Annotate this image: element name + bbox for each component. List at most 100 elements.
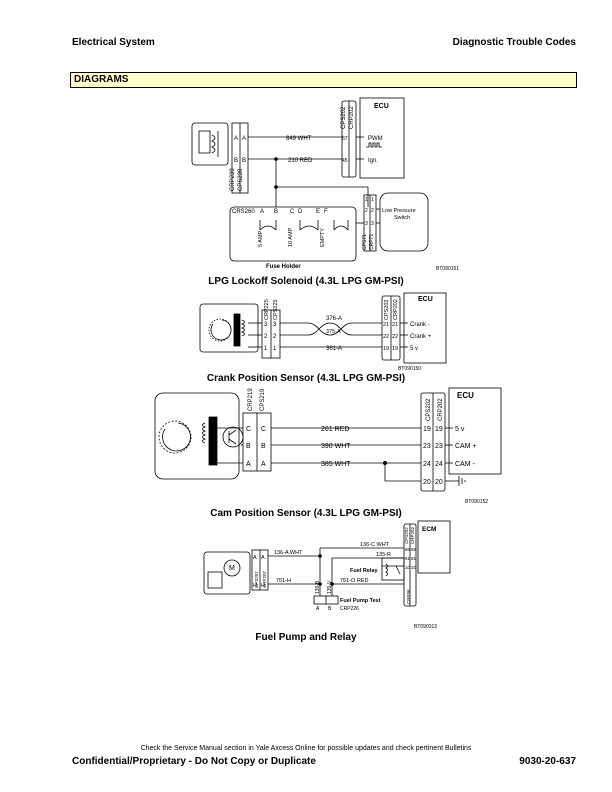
wire-label-136-a: 136-A WHT	[274, 550, 303, 556]
conn-cps207-label: CPS207	[254, 571, 259, 588]
caption-crank-sensor: Crank Position Sensor (4.3L LPG GM-PSI)	[206, 373, 406, 384]
test-pin: B	[328, 606, 332, 612]
ecm-pin: 86	[411, 547, 417, 552]
ecm-pin: 81	[405, 556, 411, 561]
conn-cps202-label: CPS202	[384, 300, 390, 321]
junction-dot	[274, 185, 278, 189]
pump-pin: H	[253, 583, 257, 589]
junction-dot	[318, 554, 322, 558]
pump-pin: H	[261, 583, 265, 589]
signal-5v: 5 v	[455, 426, 465, 433]
hall-transistor-icon	[222, 426, 244, 448]
lps-label-line1: Low Pressure	[382, 208, 416, 214]
ecu-label: ECU	[457, 391, 474, 400]
wire-label-261: 261 RED	[321, 426, 349, 433]
wire-label-135-r: 135-R	[376, 552, 391, 558]
sensor-magnet	[233, 313, 241, 347]
wire-label-385: 385 WHT	[321, 461, 351, 468]
ecu-pin: 24	[435, 461, 443, 468]
pin-87: 87	[342, 136, 348, 142]
crank-sensor-body	[199, 303, 259, 353]
ecu-pin: 19	[383, 346, 389, 352]
fuel-relay-label: Fuel Relay	[350, 568, 378, 574]
wire-label-135-v: 135-V	[327, 580, 333, 594]
ecu-box	[359, 97, 405, 179]
wire-label-390: 390 WHT	[321, 443, 351, 450]
junction-dot	[274, 157, 278, 161]
ecm-pin: 86	[405, 547, 411, 552]
crank-sensor-diagram: ECU CRP225 CPS225 CPS202 CRP202 3 3 2 2 …	[199, 292, 447, 372]
lockoff-solenoid-body	[191, 122, 229, 166]
pwm-label: PWM	[368, 136, 383, 142]
lps-pin: 2	[371, 208, 374, 214]
lps-pin: 3	[365, 221, 368, 227]
left-pin: 3	[264, 322, 268, 328]
fuse-10-amp-label: 10 AMP	[288, 227, 294, 247]
conn-crp202-label: CRP202	[393, 299, 399, 320]
cam-sensor-diagram: ECU CRP219 CPS219 CPS202 CRP202 C C B B …	[154, 387, 502, 505]
left-pin: 2	[264, 334, 268, 340]
fuse-letter: E	[316, 209, 320, 215]
footer-update-note: Check the Service Manual section in Yale…	[140, 745, 472, 752]
cam-reluctor-wheel	[158, 420, 192, 454]
fuse-holder-label: Fuse Holder	[266, 264, 301, 270]
fuse-conn-label: CRS260	[232, 209, 255, 215]
wire-label-375: 375-A	[326, 329, 341, 335]
left-pin: C	[246, 426, 251, 433]
caption-lpg-lockoff: LPG Lockoff Solenoid (4.3L LPG GM-PSI)	[208, 276, 404, 287]
ecm-pin: 81	[411, 556, 417, 561]
test-pin: A	[316, 606, 320, 612]
wire-label-751-h: 751-H	[276, 578, 291, 584]
conn-crp207-label: CRP207	[262, 570, 267, 588]
fuse-10-amp	[299, 225, 319, 231]
header-chapter-title: Diagnostic Trouble Codes	[452, 37, 576, 48]
conn-crp202-label: CRP202	[438, 398, 444, 421]
left-pin: B	[261, 443, 266, 450]
ecm-pin: 10	[405, 565, 411, 570]
ecu-label: ECU	[418, 296, 433, 303]
cam-sensor-body	[154, 392, 240, 480]
twisted-pair-icon	[329, 322, 353, 336]
left-pin: B	[246, 443, 251, 450]
caption-cam-sensor: Cam Position Sensor (4.3L LPG GM-PSI)	[210, 508, 402, 519]
motor-label: M	[229, 565, 235, 572]
signal-cam-pos: CAM +	[455, 443, 477, 450]
conn-crp202-label: CRP202	[349, 106, 355, 129]
wire-label-849: 849 WHT	[286, 136, 312, 142]
ign-label: Ign.	[368, 158, 378, 164]
pump-pin: A	[261, 555, 265, 561]
wire-label-361: 361-A	[326, 346, 342, 352]
fuse-holder	[229, 206, 357, 262]
left-pin: 2	[273, 334, 277, 340]
fuse-letter: F	[324, 209, 328, 215]
header-section-title: Electrical System	[72, 37, 155, 48]
conn-cps202-label: CPS202	[341, 106, 347, 129]
conn-cps202-label: CPS202	[404, 527, 409, 544]
twisted-pair-icon	[307, 322, 331, 336]
left-pin: C	[261, 426, 266, 433]
left-pin: 1	[273, 346, 277, 352]
wire-label-751-o: 751-O RED	[340, 578, 368, 584]
ecu-box	[403, 292, 447, 364]
figure-code: BT090152	[465, 499, 488, 505]
pin-b: B	[242, 158, 246, 164]
figure-code: BT090150	[398, 366, 421, 372]
conn-crp219-label: CRP219	[248, 388, 254, 411]
ecu-pin: 21	[383, 322, 389, 328]
rotation-arrow-icon	[210, 319, 232, 341]
footer-confidential: Confidential/Proprietary - Do Not Copy o…	[72, 756, 316, 767]
fuel-pump-test-label: Fuel Pump Test	[340, 598, 381, 604]
ecu-box	[448, 387, 502, 475]
ecm-pin: 10	[411, 565, 417, 570]
left-pin: 3	[273, 322, 277, 328]
wire-label-210: 210 RED	[288, 158, 313, 164]
pin-b: B	[234, 158, 238, 164]
fuse-letter: D	[298, 209, 303, 215]
ecu-pin: 19	[423, 426, 431, 433]
ecu-pin: 19	[435, 426, 443, 433]
lps-label-line2: Switch	[394, 215, 410, 221]
pin-45: 45	[342, 158, 348, 164]
ecu-pin: 24	[423, 461, 431, 468]
lps-pin: 3	[371, 221, 374, 227]
section-heading-diagrams: DIAGRAMS	[70, 72, 577, 88]
